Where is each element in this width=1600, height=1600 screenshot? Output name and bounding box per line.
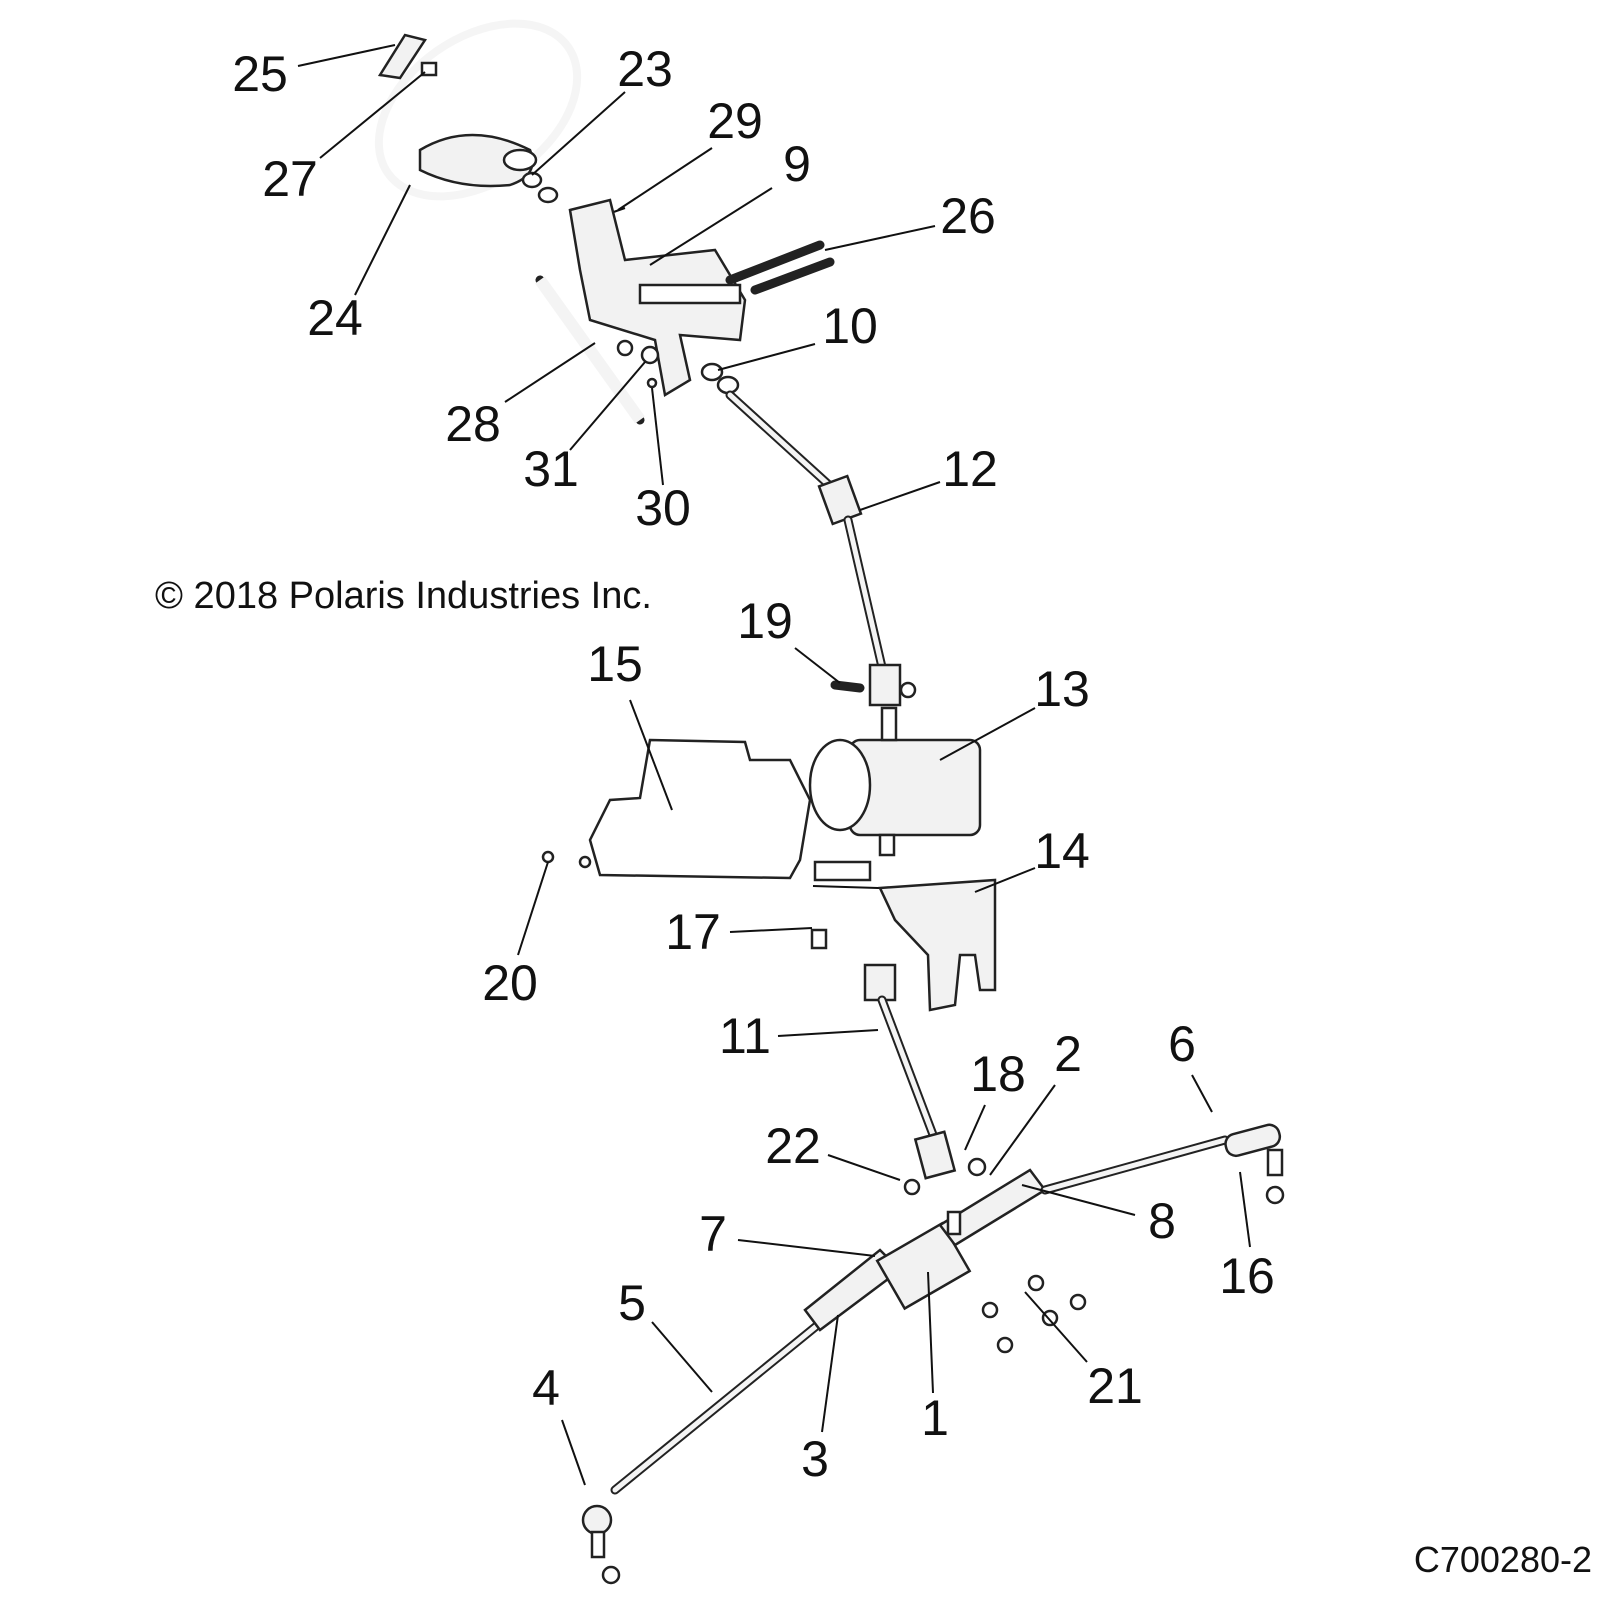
callout-4: 4 xyxy=(532,1360,560,1416)
nut xyxy=(899,681,917,699)
copyright-notice: © 2018 Polaris Industries Inc. xyxy=(155,575,652,617)
tie-rod-end-right xyxy=(1224,1123,1284,1177)
callout-10: 10 xyxy=(822,298,878,354)
callout-18: 18 xyxy=(970,1046,1026,1102)
callout-26: 26 xyxy=(940,188,996,244)
steering-wheel-cover xyxy=(377,33,428,80)
callout-30: 30 xyxy=(635,480,691,536)
bushing xyxy=(640,345,660,365)
callout-16: 16 xyxy=(1219,1248,1275,1304)
callout-14: 14 xyxy=(1034,823,1090,879)
callout-21: 21 xyxy=(1087,1358,1143,1414)
diagram-code: C700280-2 xyxy=(1414,1539,1592,1580)
rack-nuts xyxy=(981,1274,1087,1354)
callout-5: 5 xyxy=(618,1275,646,1331)
leader-lines xyxy=(297,44,1251,1486)
callout-20: 20 xyxy=(482,955,538,1011)
callout-28: 28 xyxy=(445,396,501,452)
callout-3: 3 xyxy=(801,1431,829,1487)
bolt-long-1 xyxy=(725,240,825,285)
callout-2: 2 xyxy=(1054,1026,1082,1082)
column-bushing xyxy=(537,186,559,204)
wheel-nut xyxy=(420,61,438,77)
callout-6: 6 xyxy=(1168,1016,1196,1072)
callout-27: 27 xyxy=(262,151,318,207)
callout-11: 11 xyxy=(719,1008,771,1064)
callout-1: 1 xyxy=(921,1390,949,1446)
callout-15: 15 xyxy=(587,636,643,692)
bolt xyxy=(830,680,865,693)
steering-wheel xyxy=(374,19,582,201)
callout-24: 24 xyxy=(307,290,363,346)
wheel-bushing xyxy=(521,171,543,189)
washer xyxy=(646,377,658,389)
callout-12: 12 xyxy=(942,441,998,497)
gas-strut xyxy=(535,275,645,425)
callout-29: 29 xyxy=(707,93,763,149)
bearing-upper xyxy=(700,362,724,382)
upper-steering-shaft xyxy=(725,390,902,707)
heat-shield xyxy=(588,738,812,880)
nut xyxy=(1265,1185,1285,1205)
nut xyxy=(967,1157,987,1177)
nut xyxy=(601,1565,621,1585)
mounting-bracket xyxy=(812,860,997,1012)
push-rivet xyxy=(541,850,555,864)
callout-22: 22 xyxy=(765,1118,821,1174)
bolt-long-2 xyxy=(750,257,835,295)
tie-rod-end-left xyxy=(581,1504,613,1559)
bearing-lower xyxy=(716,375,740,395)
callout-9: 9 xyxy=(783,136,811,192)
tilt-bracket xyxy=(568,198,747,398)
callout-17: 17 xyxy=(665,904,721,960)
callout-13: 13 xyxy=(1034,661,1090,717)
callout-23: 23 xyxy=(617,41,673,97)
callout-31: 31 xyxy=(523,441,579,497)
bolt xyxy=(810,928,828,950)
push-rivet xyxy=(578,855,592,869)
callout-25: 25 xyxy=(232,46,288,102)
steering-rack xyxy=(610,1135,1230,1495)
nut xyxy=(903,1178,921,1196)
callout-7: 7 xyxy=(699,1206,727,1262)
callout-8: 8 xyxy=(1148,1193,1176,1249)
power-steering-unit xyxy=(808,706,982,857)
lower-steering-shaft xyxy=(863,963,957,1180)
callout-19: 19 xyxy=(737,593,793,649)
nut xyxy=(616,339,634,357)
